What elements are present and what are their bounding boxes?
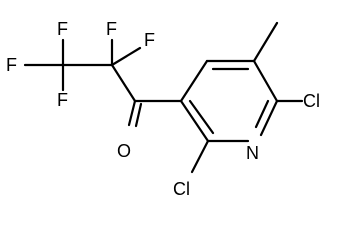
bond-carbonyl-o-1 [127,99,137,127]
atom-f-left: F [6,55,17,75]
atom-nitrogen: N [246,143,259,163]
bond-cf2-f-right [110,46,142,67]
atom-oxygen: O [117,141,131,161]
atom-f-top-left: F [57,19,68,39]
bond-ring-c6-n [259,99,279,137]
atom-f-right: F [144,30,155,50]
bond-cf2-carbonyl [110,63,137,103]
atom-f-top-right: F [106,19,117,39]
bond-ring-c6-n-inner [254,99,270,129]
atom-chlorine-bottom: Cl [173,179,190,199]
bond-methyl [252,21,279,63]
bond-ring-c5-c6 [252,59,279,103]
molecule-diagram: F F F F F O N Cl Cl [6,19,320,199]
atom-chlorine-right: Cl [303,91,320,111]
atom-f-bottom-left: F [57,90,68,110]
structure-svg: F F F F F O N Cl Cl [6,19,320,199]
bond-carbonyl-o-2 [134,102,143,128]
bond-ring-c2-c3 [179,99,210,143]
bond-ring-c2-c3-inner [188,99,215,135]
bond-c2-cl [190,139,210,174]
bond-ring-c3-c4 [179,59,209,103]
